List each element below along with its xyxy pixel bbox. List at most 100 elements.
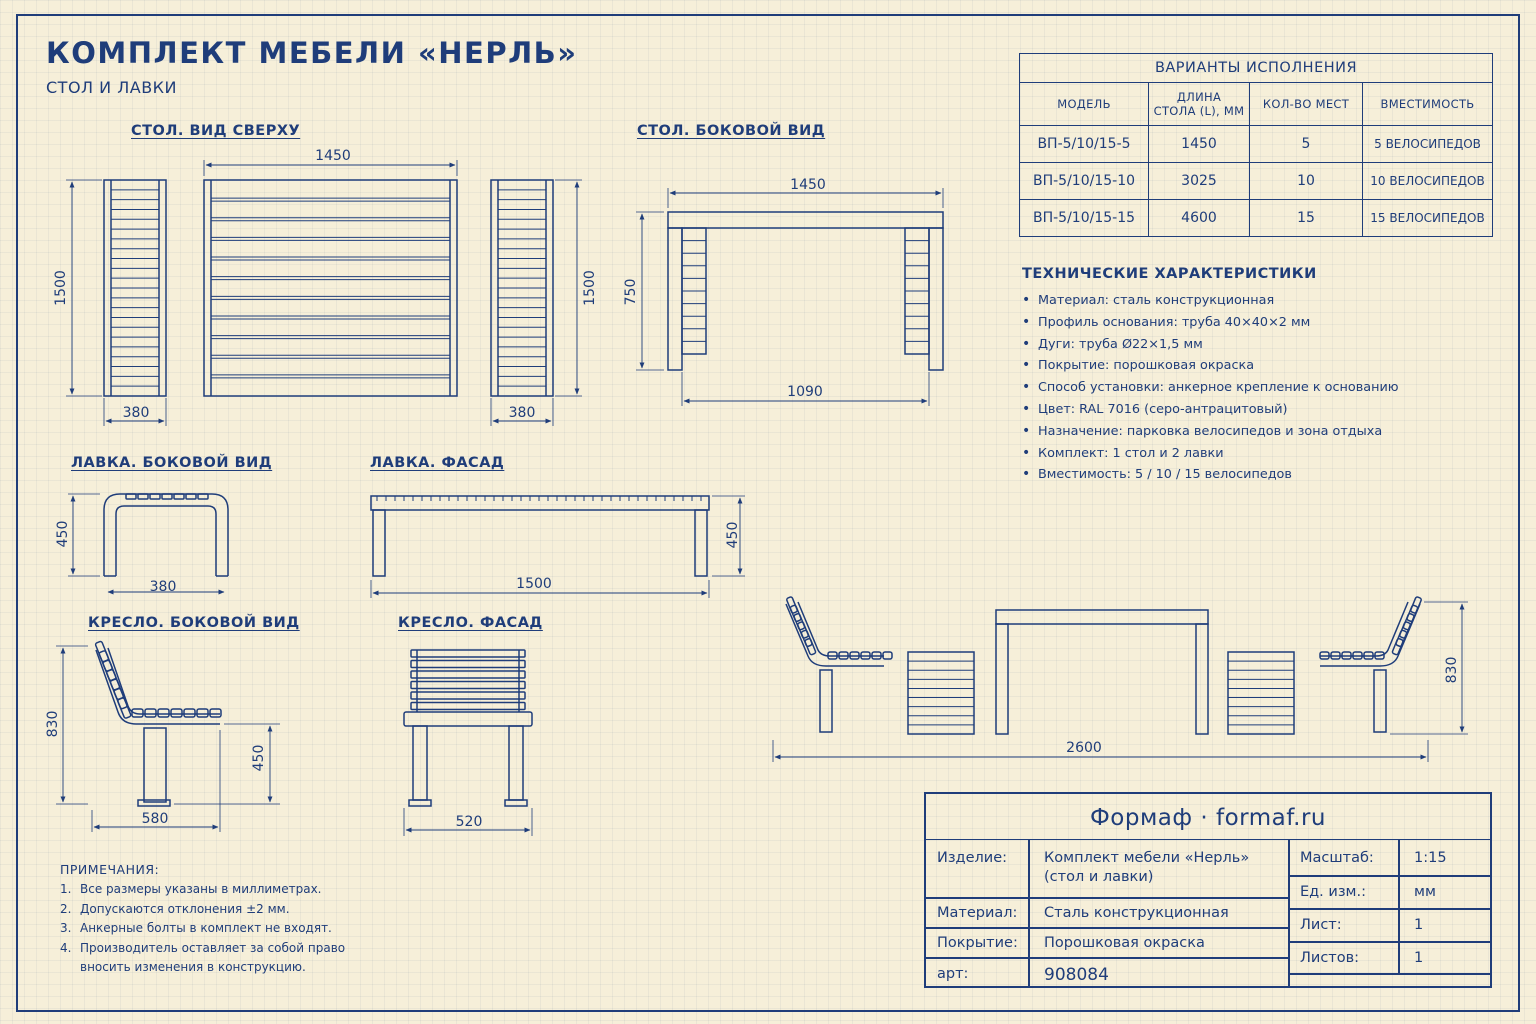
dim-bench-front-height: 450 — [725, 522, 741, 549]
dim-top-depth-left: 1500 — [53, 270, 69, 306]
assembly-chair-left — [785, 596, 893, 733]
list-item: 3. Анкерные болты в комплект не входят. — [60, 919, 345, 939]
dim-chair-depth: 580 — [142, 811, 169, 827]
note-number: 4. — [60, 940, 72, 955]
dim-top-bench-right: 380 — [509, 405, 536, 421]
variant-seats: 5 — [1249, 125, 1363, 163]
art-value: 908084 — [1044, 965, 1109, 985]
scale-value: 1:15 — [1414, 850, 1447, 866]
list-item: 1. Все размеры указаны в миллиметрах. — [60, 880, 345, 900]
variants-header-length-line1: ДЛИНА — [1176, 90, 1222, 104]
bench-front-view — [370, 495, 745, 598]
list-item: Цвет: RAL 7016 (серо-антрацитовый) — [1022, 399, 1399, 421]
coating-label: Покрытие: — [937, 935, 1018, 951]
assembly-table — [995, 609, 1209, 735]
dim-side-height: 750 — [623, 279, 639, 306]
dim-top-bench-left: 380 — [123, 405, 150, 421]
list-item: 2. Допускаются отклонения ±2 мм. — [60, 900, 345, 920]
sheets-label: Листов: — [1300, 950, 1360, 966]
list-item: Дуги: труба Ø22×1,5 мм — [1022, 334, 1399, 356]
list-item: Способ установки: анкерное крепление к о… — [1022, 377, 1399, 399]
top-table — [203, 179, 458, 397]
note-text: Анкерные болты в комплект не входят. — [80, 921, 332, 936]
assembly-bench-left — [907, 651, 975, 735]
view-label-chair-front: КРЕСЛО. ФАСАД — [398, 615, 543, 631]
note-text: Производитель оставляет за собой право — [80, 940, 346, 955]
view-label-bench-side: ЛАВКА. БОКОВОЙ ВИД — [71, 455, 273, 471]
assembly-bench-right — [1227, 651, 1295, 735]
variants-header-model: МОДЕЛЬ — [1019, 82, 1149, 126]
page-subtitle: СТОЛ И ЛАВКИ — [46, 78, 177, 97]
notes-list: 1. Все размеры указаны в миллиметрах. 2. Д… — [60, 880, 345, 978]
top-bench-left — [103, 179, 167, 397]
variant-model: ВП-5/10/15-15 — [1019, 199, 1149, 237]
product-value-line2: (стол и лавки) — [1044, 869, 1154, 885]
chair-side-view — [56, 640, 280, 832]
table-row: ВП-5/10/15-15 4600 15 15 ВЕЛОСИПЕДОВ — [1019, 199, 1493, 237]
specs-list: Материал: сталь конструкционная Профиль … — [1022, 290, 1399, 486]
note-number: 2. — [60, 901, 72, 916]
note-number: 1. — [60, 882, 72, 896]
dim-side-inner: 1090 — [787, 384, 823, 400]
list-item: 4. Производитель оставляет за собой право — [60, 939, 345, 959]
scale-label: Масштаб: — [1300, 850, 1374, 866]
dim-bench-side-height: 450 — [55, 521, 71, 548]
title-block: Формаф · formaf.ru Изделие: Комплект меб… — [924, 792, 1492, 988]
table-top-view — [66, 160, 582, 426]
dim-top-depth-right: 1500 — [582, 270, 598, 306]
list-item: Комплект: 1 стол и 2 лавки — [1022, 443, 1399, 465]
variant-length: 1450 — [1148, 125, 1250, 163]
view-label-chair-side: КРЕСЛО. БОКОВОЙ ВИД — [88, 615, 300, 631]
note-text: Допускаются отклонения ±2 мм. — [80, 901, 290, 916]
dim-bench-front-width: 1500 — [516, 576, 552, 592]
variant-model: ВП-5/10/15-5 — [1019, 125, 1149, 163]
variant-capacity: 15 ВЕЛОСИПЕДОВ — [1362, 199, 1493, 237]
table-side-view — [636, 188, 944, 406]
specs-title: ТЕХНИЧЕСКИЕ ХАРАКТЕРИСТИКИ — [1022, 266, 1317, 282]
brand-name: Формаф · formaf.ru — [926, 794, 1490, 840]
table-row: ВП-5/10/15-5 1450 5 5 ВЕЛОСИПЕДОВ — [1019, 125, 1493, 163]
material-value: Сталь конструкционная — [1044, 905, 1229, 921]
variants-header-seats: КОЛ-ВО МЕСТ — [1249, 82, 1363, 126]
bench-side-view — [68, 493, 229, 595]
notes-title: ПРИМЕЧАНИЯ: — [60, 862, 160, 877]
sheet-label: Лист: — [1300, 917, 1342, 933]
view-label-table-top: СТОЛ. ВИД СВЕРХУ — [131, 123, 301, 139]
sheet-value: 1 — [1414, 917, 1424, 933]
chair-front-view — [403, 649, 533, 836]
note-continuation: вносить изменения в конструкцию. — [80, 960, 306, 975]
sheet-frame — [16, 14, 1520, 1012]
dim-bench-side-width: 380 — [150, 579, 177, 595]
variants-header-capacity: ВМЕСТИМОСТЬ — [1362, 82, 1493, 126]
variant-capacity: 10 ВЕЛОСИПЕДОВ — [1362, 162, 1493, 200]
material-label: Материал: — [937, 905, 1018, 921]
unit-value: мм — [1414, 884, 1436, 900]
variant-capacity: 5 ВЕЛОСИПЕДОВ — [1362, 125, 1493, 163]
dim-chair-height: 830 — [45, 711, 61, 738]
list-item: Вместимость: 5 / 10 / 15 велосипедов — [1022, 464, 1399, 486]
dim-assembly-length: 2600 — [1066, 740, 1102, 756]
product-value-line1: Комплект мебели «Нерль» — [1044, 850, 1250, 866]
assembly-chair-right — [1319, 596, 1422, 733]
variant-model: ВП-5/10/15-10 — [1019, 162, 1149, 200]
dim-top-width: 1450 — [315, 148, 351, 164]
list-item: Покрытие: порошковая окраска — [1022, 355, 1399, 377]
dim-chair-front-width: 520 — [456, 814, 483, 830]
dim-side-width: 1450 — [790, 177, 826, 193]
variants-caption: ВАРИАНТЫ ИСПОЛНЕНИЯ — [1019, 53, 1493, 83]
top-bench-right — [490, 179, 554, 397]
sheets-value: 1 — [1414, 950, 1424, 966]
variant-seats: 15 — [1249, 199, 1363, 237]
coating-value: Порошковая окраска — [1044, 935, 1205, 951]
note-text: Все размеры указаны в миллиметрах. — [80, 882, 322, 896]
table-row: ВП-5/10/15-10 3025 10 10 ВЕЛОСИПЕДОВ — [1019, 162, 1493, 200]
unit-label: Ед. изм.: — [1300, 884, 1366, 900]
list-item: Назначение: парковка велосипедов и зона … — [1022, 421, 1399, 443]
note-number: 3. — [60, 921, 72, 936]
variant-length: 4600 — [1148, 199, 1250, 237]
product-label: Изделие: — [937, 850, 1008, 866]
dim-assembly-height: 830 — [1444, 657, 1460, 684]
